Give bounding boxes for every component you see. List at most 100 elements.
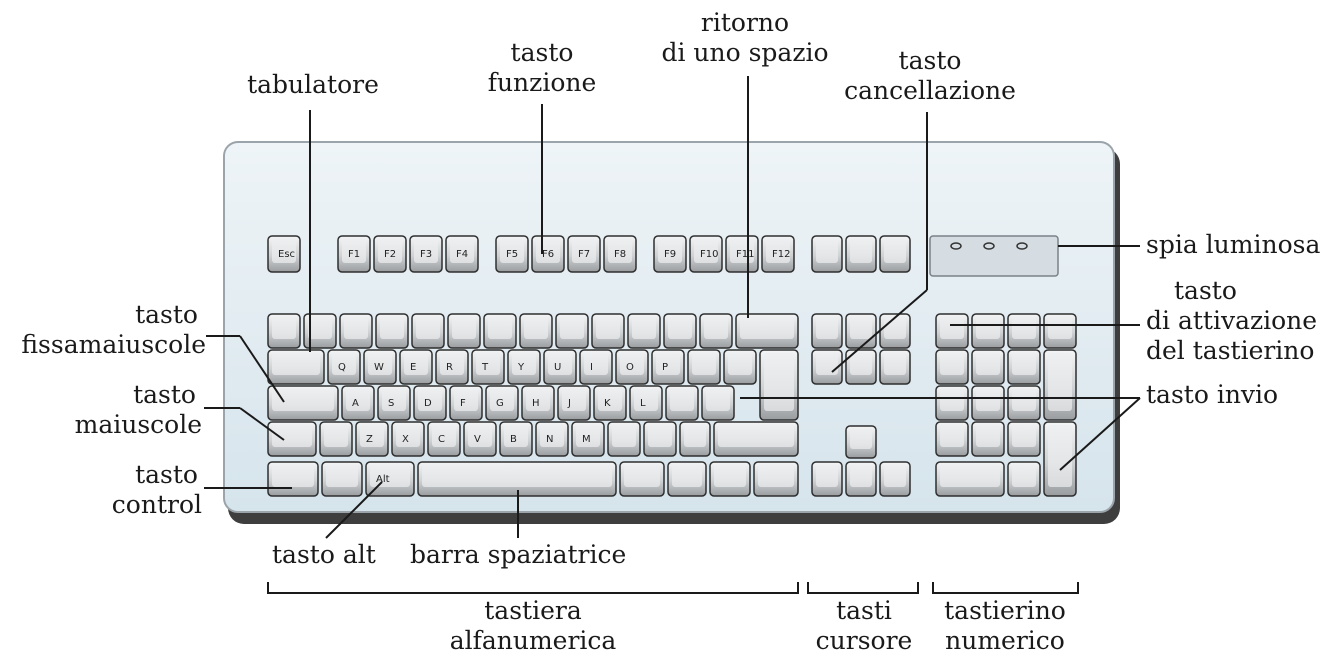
bracket-numerico	[932, 582, 1079, 594]
label-maiuscole: tasto maiuscole	[10, 380, 202, 440]
key-top	[1012, 317, 1036, 339]
key-ctrl-left	[267, 461, 319, 497]
key-numpad	[971, 385, 1005, 421]
key-numpad	[971, 421, 1005, 457]
key-small	[811, 235, 843, 273]
key-top	[272, 317, 296, 339]
indicator-light	[950, 242, 962, 250]
key-label: F5	[506, 249, 518, 260]
key-number	[699, 313, 733, 349]
label-line: di uno spazio	[661, 38, 829, 67]
key-label: K	[604, 398, 611, 409]
label-line: tasto	[135, 300, 198, 329]
key-top	[572, 239, 596, 263]
key-v: V	[463, 421, 497, 457]
label-fissamaiuscole: tasto fissamaiuscole	[10, 300, 206, 360]
key-numpad	[935, 349, 969, 385]
key-label: C	[438, 434, 445, 445]
label-tabulatore: tabulatore	[247, 70, 379, 99]
key-label: F6	[542, 249, 554, 260]
label-line: tasti	[836, 596, 892, 625]
key-numpad	[1007, 421, 1041, 457]
key-symbol	[723, 349, 757, 385]
key-number	[411, 313, 445, 349]
key-top	[576, 425, 600, 447]
label-control: tasto control	[10, 460, 202, 520]
key-top	[816, 317, 838, 339]
key-b: B	[499, 421, 533, 457]
key-top	[884, 239, 906, 263]
key-r: R	[435, 349, 469, 385]
key-arrow-right	[879, 461, 911, 497]
indicator-light	[1016, 242, 1028, 250]
key-label: N	[546, 434, 553, 445]
label-line: cancellazione	[844, 76, 1016, 105]
key-ctrl-right	[753, 461, 799, 497]
leader-fissamaiuscole-diag	[239, 335, 285, 403]
key-capslock	[267, 385, 339, 421]
label-spia: spia luminosa	[1146, 230, 1321, 259]
key-nav	[879, 349, 911, 385]
key-top	[1012, 465, 1036, 487]
key-top	[370, 465, 410, 487]
key-number	[663, 313, 697, 349]
leader-alt	[325, 481, 383, 539]
key-top	[272, 353, 320, 375]
label-line: numerico	[945, 626, 1065, 655]
key-top	[632, 317, 656, 339]
key-symbol	[687, 349, 721, 385]
key-top	[382, 389, 406, 411]
key-nav	[811, 349, 843, 385]
key-top	[416, 317, 440, 339]
key-label: U	[554, 362, 561, 373]
key-f4: F4	[445, 235, 479, 273]
key-label: F11	[736, 249, 754, 260]
key-top	[596, 317, 620, 339]
key-f10: F10	[689, 235, 723, 273]
key-enter	[759, 349, 799, 421]
key-alt: Alt	[365, 461, 415, 497]
key-nav	[845, 349, 877, 385]
key-top	[668, 317, 692, 339]
key-top	[816, 239, 838, 263]
key-number	[267, 313, 301, 349]
label-line: tasto	[133, 380, 196, 409]
key-arrow-left	[811, 461, 843, 497]
key-top	[272, 389, 334, 411]
key-symbol	[665, 385, 699, 421]
key-number	[627, 313, 661, 349]
key-m: M	[571, 421, 605, 457]
key-top	[758, 465, 794, 487]
bracket-alfanumerica	[267, 582, 799, 594]
key-top	[342, 239, 366, 263]
key-top	[360, 425, 384, 447]
key-top	[884, 317, 906, 339]
key-top	[432, 425, 456, 447]
group-alfanumerica: tastiera alfanumerica	[418, 596, 648, 656]
key-symbol	[319, 421, 353, 457]
key-top	[404, 353, 428, 375]
key-top	[272, 239, 296, 263]
key-f5: F5	[495, 235, 529, 273]
key-top	[728, 353, 752, 375]
key-f3: F3	[409, 235, 443, 273]
key-top	[324, 425, 348, 447]
leader-lines	[204, 76, 1141, 539]
key-symbol	[701, 385, 735, 421]
key-top	[692, 353, 716, 375]
key-top	[272, 465, 314, 487]
label-line: control	[111, 490, 202, 519]
key-top	[476, 353, 500, 375]
key-top	[1048, 317, 1072, 339]
key-numpad	[1043, 313, 1077, 349]
label-line: tasto	[135, 460, 198, 489]
key-s: S	[377, 385, 411, 421]
key-f: F	[449, 385, 483, 421]
key-top	[380, 317, 404, 339]
label-ritorno: ritorno di uno spazio	[640, 8, 850, 68]
key-symbol	[607, 421, 641, 457]
key-numpad	[935, 385, 969, 421]
key-top	[452, 317, 476, 339]
label-cancellazione: tasto cancellazione	[840, 46, 1020, 106]
key-top	[976, 425, 1000, 447]
